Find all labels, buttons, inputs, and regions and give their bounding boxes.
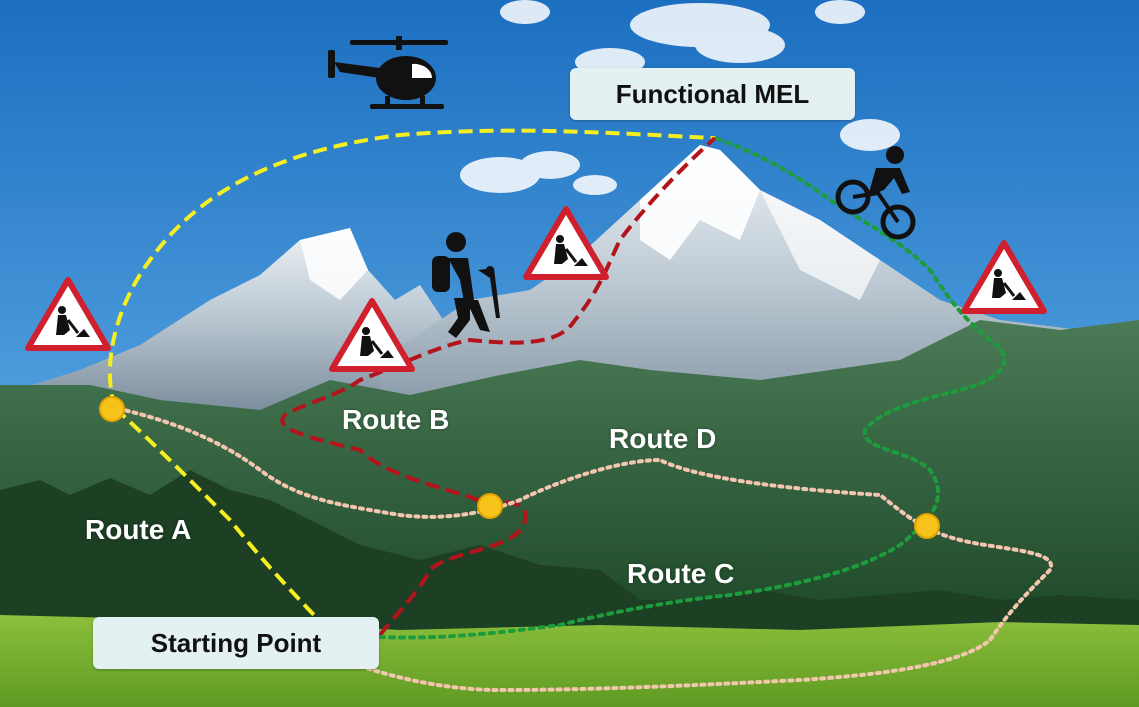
route-c-path [378,136,1007,640]
snow-left-peak [300,228,368,300]
route-b-path [280,136,717,637]
waypoint-route-c [914,513,940,539]
waypoint-route-b [477,493,503,519]
cyclist-icon [835,146,916,240]
roadwork-warning-icon [329,298,415,372]
snow-ridge [760,190,880,300]
route-d-label: Route D [609,423,717,454]
waypoint-route-a [99,396,125,422]
route-a-path [107,128,716,634]
roadwork-warning-icon [523,206,609,280]
starting-point-label: Starting Point [93,617,379,669]
route-c-label: Route C [627,558,735,589]
route-a-label: Route A [85,514,192,545]
functional-mel-label: Functional MEL [570,68,855,120]
helicopter-icon [328,36,448,109]
hiker-icon [432,232,500,338]
route-b-label: Route B [342,404,450,435]
roadwork-warning-icon [25,277,111,351]
tree-line [0,470,1139,640]
snow-peak [640,145,760,260]
roadwork-warning-icon [961,240,1047,314]
